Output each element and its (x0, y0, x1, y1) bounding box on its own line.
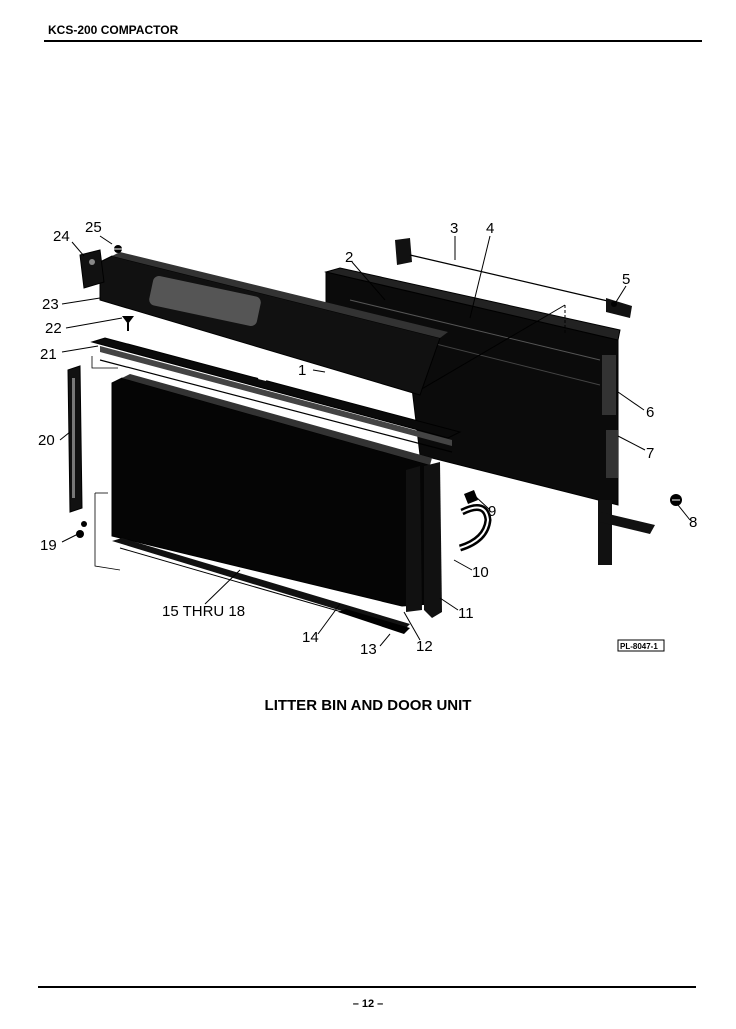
figure-caption: LITTER BIN AND DOOR UNIT (264, 697, 472, 714)
plate-code: PL-8047-1 (620, 642, 658, 651)
door-top-trim (90, 337, 462, 453)
header-rule (44, 40, 702, 42)
callout-4: 4 (486, 220, 494, 237)
callout-14: 14 (302, 629, 319, 646)
callout-15-thru-18: 15 THRU 18 (162, 603, 245, 620)
control-panel (99, 252, 448, 396)
hose (458, 504, 492, 552)
footer-rule (38, 986, 696, 988)
callout-10: 10 (472, 564, 489, 581)
end-cap (79, 249, 105, 289)
callout-1: 1 (298, 362, 306, 379)
callout-6: 6 (646, 404, 654, 421)
screw-9 (464, 490, 478, 504)
bin-side-rail (598, 500, 655, 565)
callout-9: 9 (488, 503, 496, 520)
door-panel (111, 374, 432, 607)
callout-22: 22 (45, 320, 62, 337)
screw-22 (122, 316, 134, 331)
callout-3: 3 (450, 220, 458, 237)
exploded-parts-diagram: 24 25 23 22 21 20 19 2 3 4 5 1 6 7 8 9 1… (38, 219, 697, 658)
callout-25: 25 (85, 219, 102, 236)
left-side-frame (67, 365, 83, 513)
callout-13: 13 (360, 641, 377, 658)
callout-12: 12 (416, 638, 433, 655)
callout-23: 23 (42, 296, 59, 313)
callout-21: 21 (40, 346, 57, 363)
callout-24: 24 (53, 228, 70, 245)
screw-25 (114, 245, 122, 253)
callout-8: 8 (689, 514, 697, 531)
bottom-angle (338, 609, 410, 634)
callout-5: 5 (622, 271, 630, 288)
door-side-channel (406, 466, 422, 612)
page-title: KCS-200 COMPACTOR (48, 23, 179, 37)
callout-11: 11 (458, 605, 474, 622)
screw-19 (76, 521, 87, 538)
door-side-frame (424, 462, 442, 618)
callout-7: 7 (646, 445, 654, 462)
page-number: – 12 – (352, 998, 384, 1010)
construction-lines (91, 356, 121, 571)
leader-lines (59, 235, 691, 647)
plate-code-box (617, 639, 665, 652)
callout-2: 2 (345, 249, 353, 266)
screw-5 (611, 301, 617, 307)
knob-8 (670, 494, 682, 506)
callout-20: 20 (38, 432, 55, 449)
callout-19: 19 (40, 537, 57, 554)
